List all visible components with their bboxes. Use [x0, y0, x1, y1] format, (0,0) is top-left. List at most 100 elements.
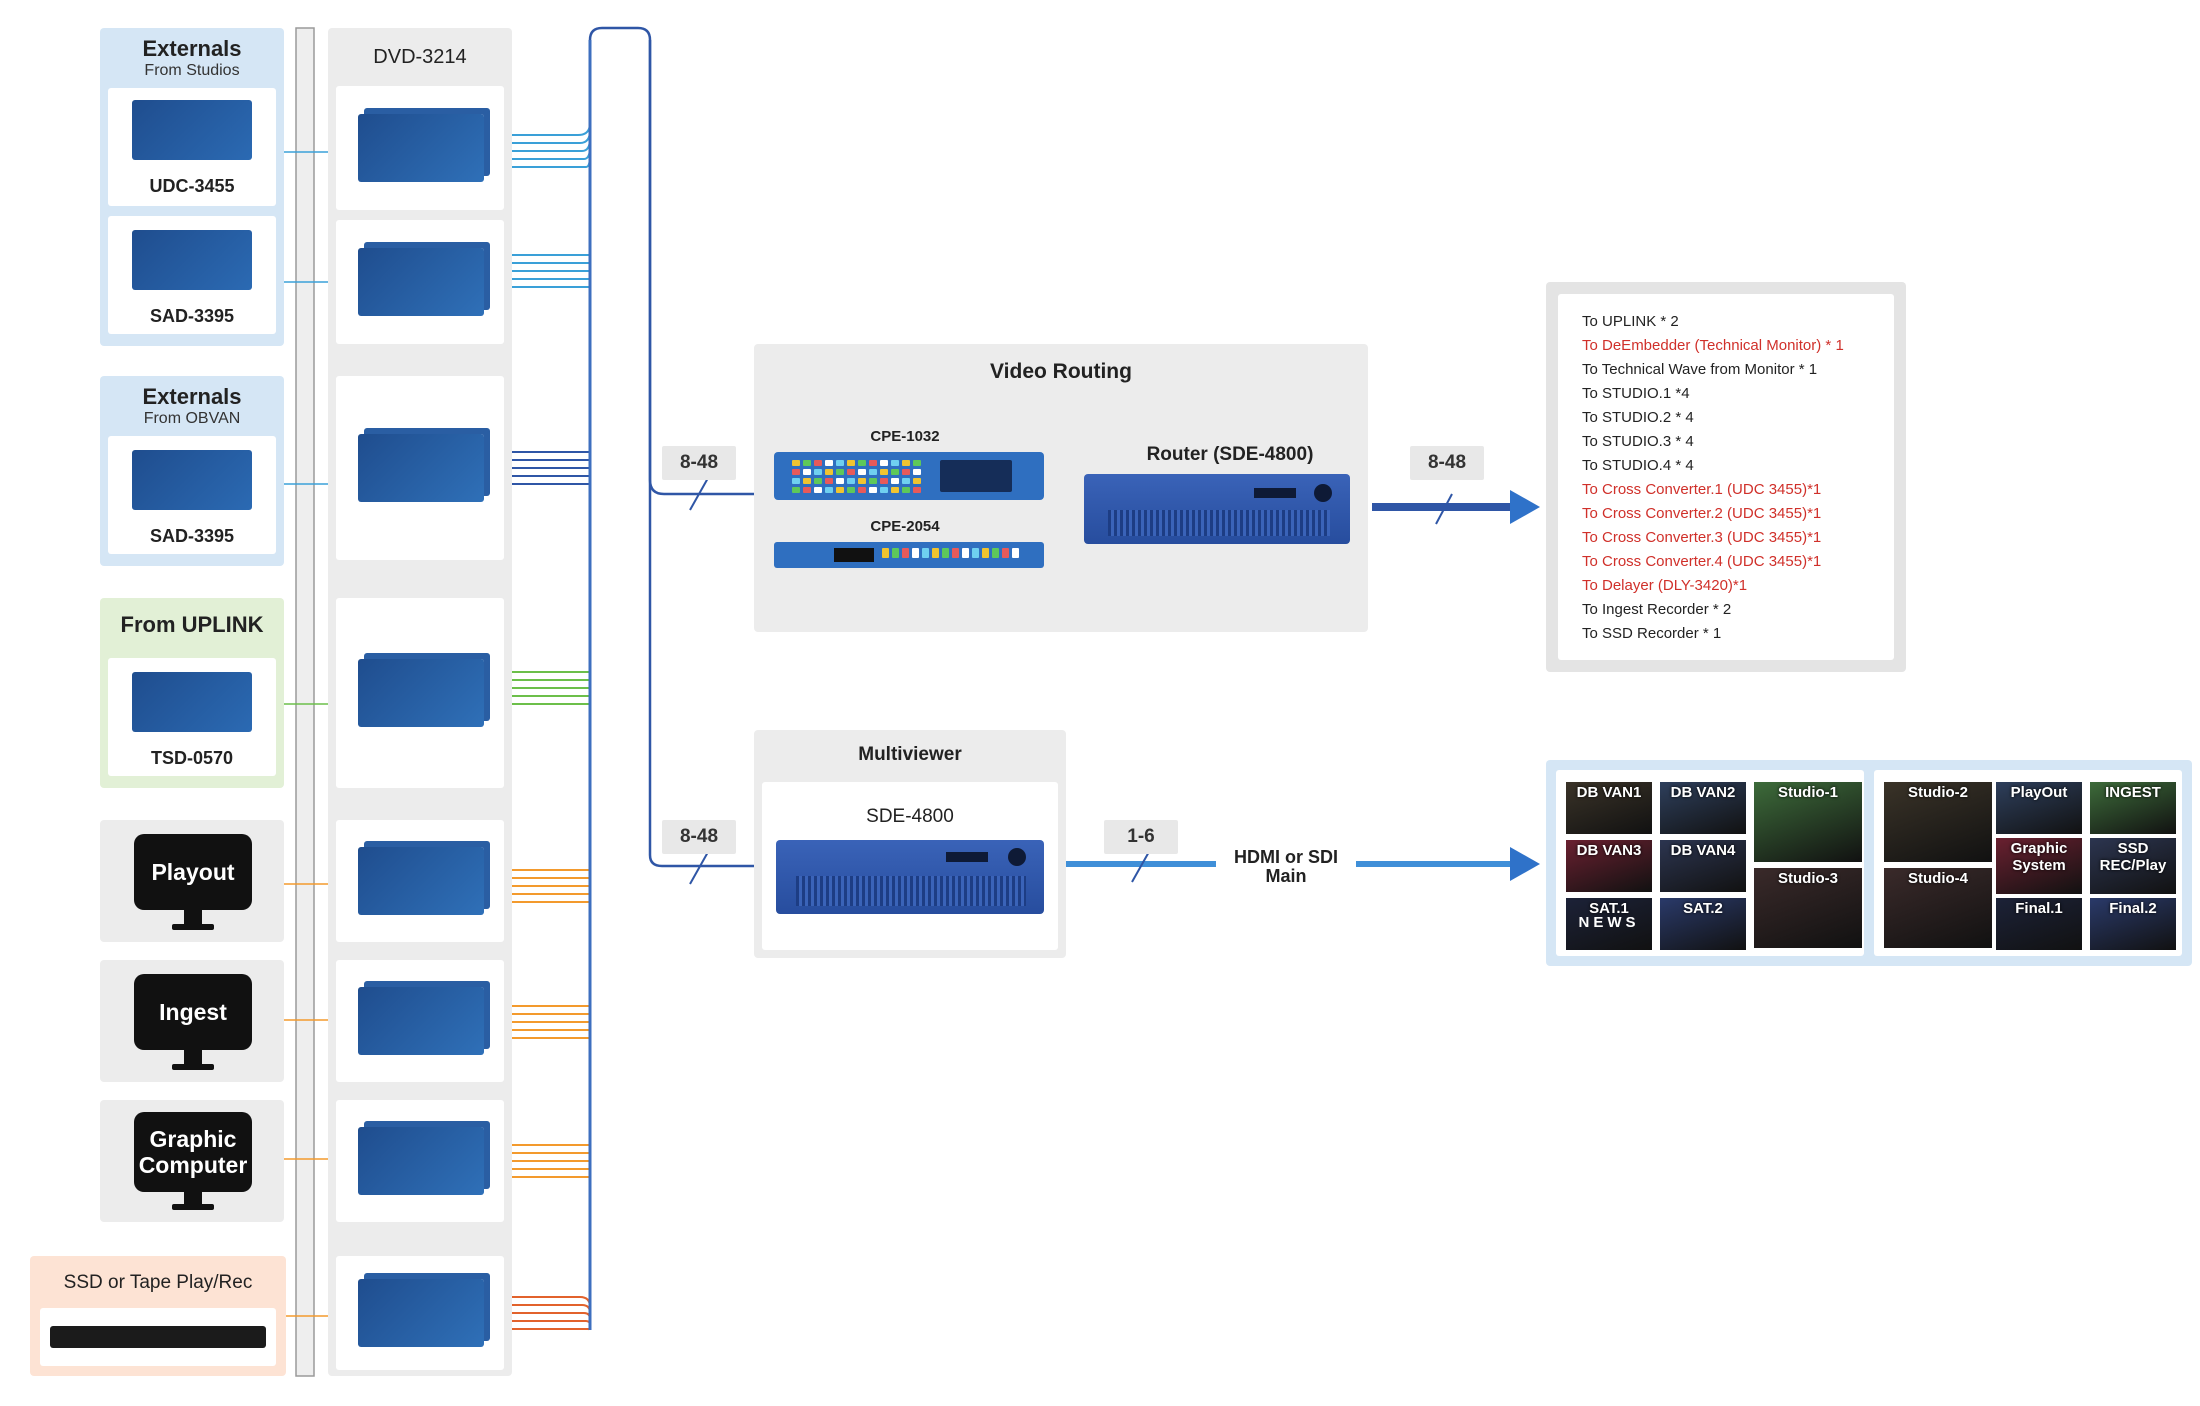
mv-tile: DB VAN1 [1566, 782, 1652, 834]
cpe-button [792, 469, 800, 475]
output-line: To Cross Converter.4 (UDC 3455)*1 [1582, 553, 1822, 570]
ssd-panel: SSD or Tape Play/Rec [30, 1256, 286, 1376]
cpe-button [880, 487, 888, 493]
ingest-panel: Ingest [100, 960, 284, 1082]
mv-tile-label: INGEST [2105, 784, 2161, 801]
multiviewer-panel: Multiviewer SDE-4800 [754, 730, 1066, 958]
mv-knob [1008, 848, 1026, 866]
externals-studios-panel: Externals From Studios UDC-3455 SAD-3395 [100, 28, 284, 346]
cpe-button [882, 548, 889, 558]
cpe-button [1002, 548, 1009, 558]
cpe-display [940, 460, 1012, 492]
cpe-button [922, 548, 929, 558]
mv-tile: SSD REC/Play [2090, 838, 2176, 894]
cpe-button [913, 487, 921, 493]
monitor-base [172, 1204, 214, 1210]
panel-title: SSD or Tape Play/Rec [63, 1272, 253, 1293]
mv-tile: Final.1 [1996, 898, 2082, 950]
cpe-button [902, 478, 910, 484]
mv-tile: INGEST [2090, 782, 2176, 834]
dvd-card [336, 1100, 504, 1222]
dvd-card-image [358, 1279, 484, 1347]
cpe-button-grid [792, 460, 932, 494]
mv-out-tag: 1-6 [1104, 820, 1178, 854]
output-line: To SSD Recorder * 1 [1582, 625, 1722, 642]
mv-tile: DB VAN4 [1660, 840, 1746, 892]
playout-panel: Playout [100, 820, 284, 942]
router-in-tag: 8-48 [662, 446, 736, 480]
mv-tile-label: DB VAN3 [1576, 842, 1642, 859]
monitor-base [172, 1064, 214, 1070]
cpe-button [891, 478, 899, 484]
mv-tile-label: Final.1 [2015, 900, 2063, 917]
router-knob [1314, 484, 1332, 502]
cpe-button [803, 487, 811, 493]
cpe-button [892, 548, 899, 558]
cpe-button [814, 478, 822, 484]
ssd-recorder-image [50, 1326, 266, 1348]
dvd-card-image [358, 847, 484, 915]
mv-tile: DB VAN3 [1566, 840, 1652, 892]
cpe-button [836, 487, 844, 493]
card-image [132, 100, 252, 160]
cpe-button [880, 460, 888, 466]
panel-title: From UPLINK [120, 612, 264, 637]
mv-tile: Studio-3 [1754, 868, 1862, 948]
device-card [40, 1308, 276, 1366]
panel-title: Externals [142, 36, 242, 61]
cpe-button [1012, 548, 1019, 558]
cpe-button [836, 469, 844, 475]
cpe-button [972, 548, 979, 558]
cpe-button [825, 469, 833, 475]
cpe-button [836, 478, 844, 484]
mv-tile: Final.2 [2090, 898, 2176, 950]
router-out-tag: 8-48 [1410, 446, 1484, 480]
mv-tile-label: Studio-3 [1778, 870, 1838, 887]
cpe-button [858, 460, 866, 466]
dvd-card [336, 960, 504, 1082]
cpe-button [792, 487, 800, 493]
externals-obvan-panel: Externals From OBVAN SAD-3395 [100, 376, 284, 566]
mv-tile-label: Studio-2 [1908, 784, 1968, 801]
panel-subtitle: From OBVAN [143, 410, 241, 427]
cpe-button [803, 460, 811, 466]
mv-tile-label: DB VAN1 [1576, 784, 1642, 801]
dvd-card-image [358, 434, 484, 502]
monitor-stand [184, 1192, 202, 1204]
output-line: To UPLINK * 2 [1582, 313, 1679, 330]
device-card: SAD-3395 [108, 216, 276, 334]
mv-tile: Studio-1 [1754, 782, 1862, 862]
cpe-button [952, 548, 959, 558]
news-overlay: NEWS [1578, 914, 1640, 931]
router-grille [1108, 510, 1330, 536]
graphic-computer-panel: Graphic Computer [100, 1100, 284, 1222]
mv-display [946, 852, 988, 862]
cpe-button [913, 469, 921, 475]
router-device [1084, 474, 1350, 544]
hdmi-line1: HDMI or SDI [1233, 847, 1338, 867]
monitor-base [172, 924, 214, 930]
cpe-button [880, 469, 888, 475]
device-label: UDC-3455 [149, 176, 235, 196]
mv-tile: DB VAN2 [1660, 782, 1746, 834]
cpe-button [803, 478, 811, 484]
cpe-button [932, 548, 939, 558]
dvd-card [336, 376, 504, 560]
mv-tile-label: SSD REC/Play [2099, 840, 2167, 874]
cpe-button [891, 487, 899, 493]
router-display [1254, 488, 1296, 498]
output-line: To Delayer (DLY-3420)*1 [1582, 577, 1748, 594]
monitor-screen: Graphic Computer [134, 1112, 252, 1192]
dvd-card [336, 1256, 504, 1370]
mv-tile: Graphic System [1996, 838, 2082, 894]
cpe-2054-panel [774, 542, 1044, 568]
cpe-button [962, 548, 969, 558]
multiviewer-device [776, 840, 1044, 914]
output-line: To Ingest Recorder * 2 [1582, 601, 1732, 618]
cpe-button [902, 548, 909, 558]
patch-strip [295, 27, 315, 1377]
dvd-title: DVD-3214 [373, 46, 467, 68]
dvd-card [336, 220, 504, 344]
panel1-label: CPE-1032 [870, 428, 940, 445]
